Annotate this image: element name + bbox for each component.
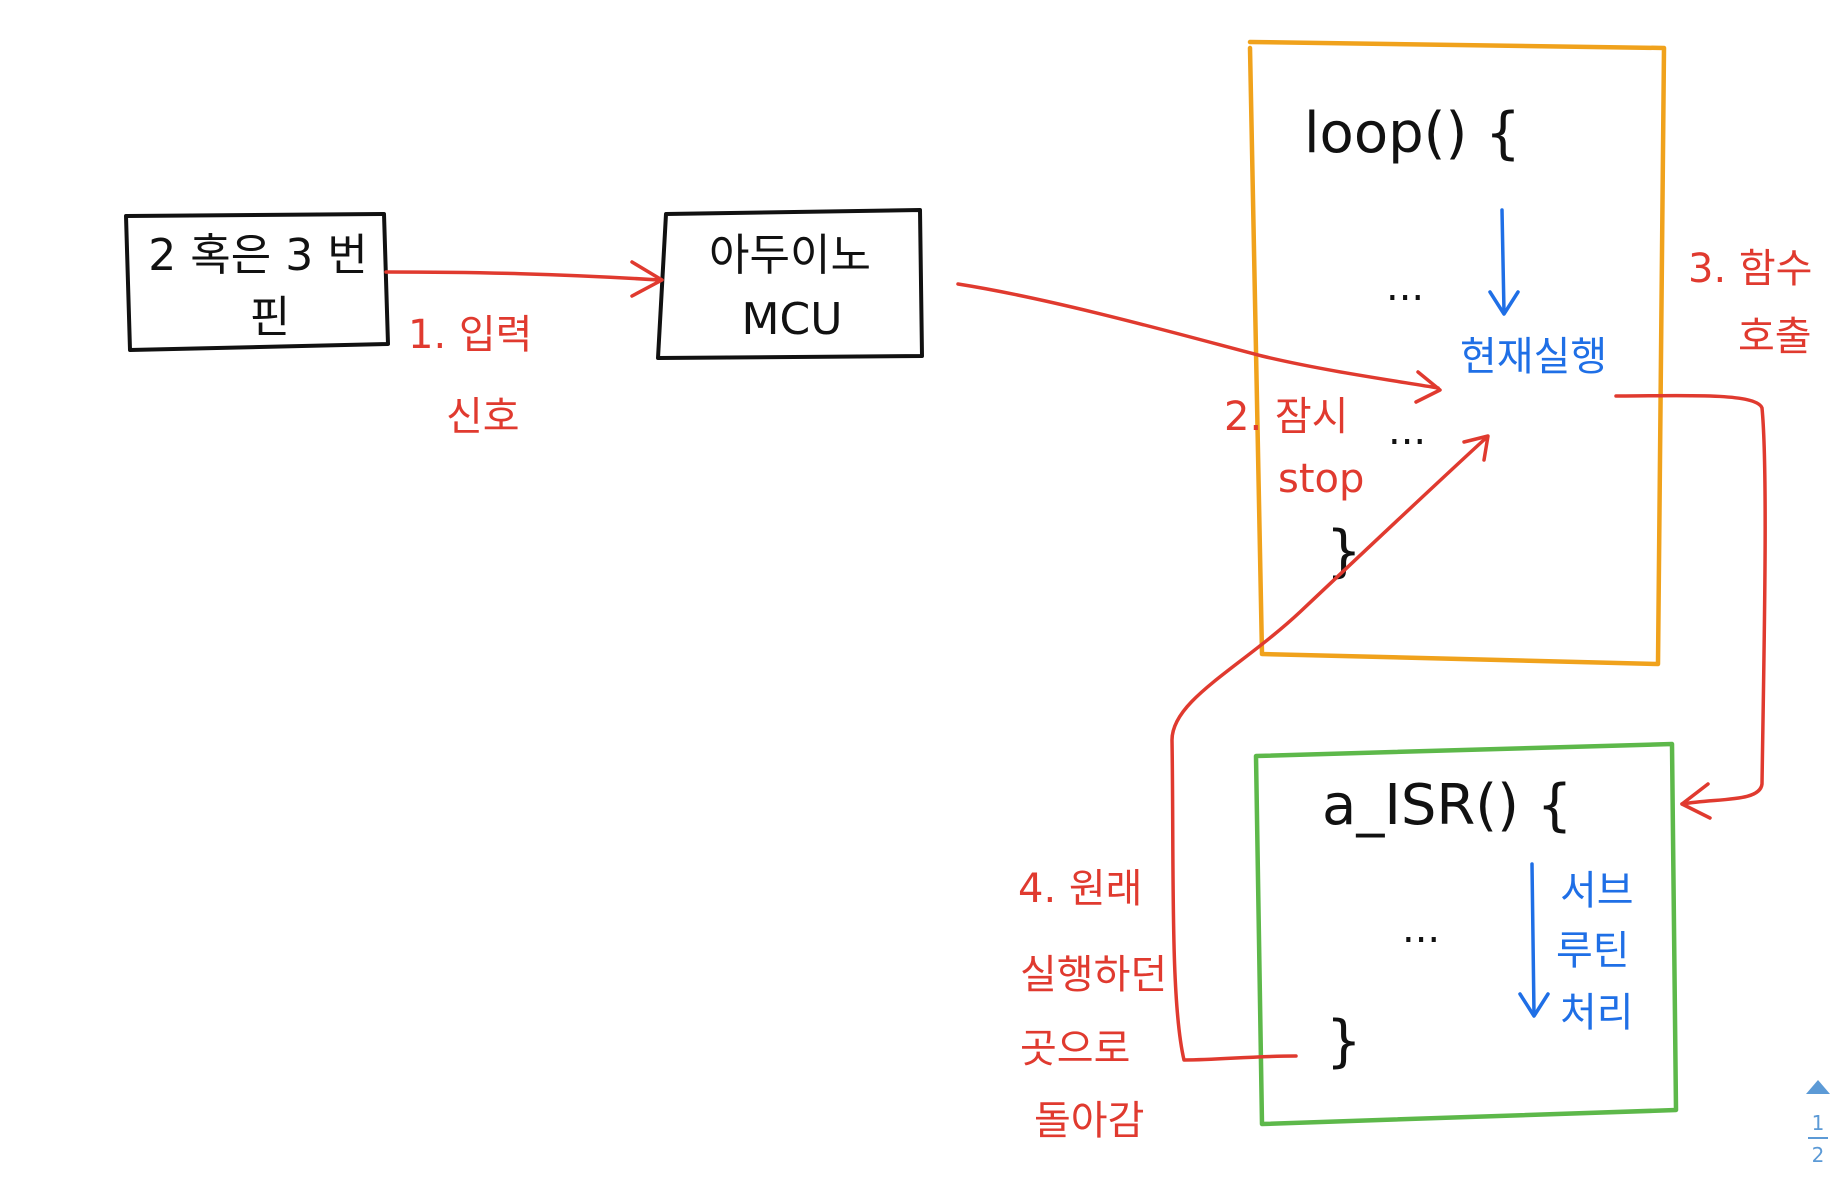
page-indicator[interactable]: 1 2 [1796,1070,1840,1180]
isr-subroutine-line1: 서브 [1560,868,1634,914]
arrow-pause [956,282,1442,404]
step4-label: 4. 원래 [1018,866,1142,912]
step4-label-line3: 곳으로 [1020,1026,1130,1072]
pin-box: 2 혹은 3 번 핀 [124,212,390,352]
loop-box: loop() { ... 현재실행 ... } [1247,39,1667,667]
isr-box: a_ISR() { ... } 서브 루틴 처리 [1253,741,1679,1127]
mcu-box: 아두이노 MCU [656,208,924,360]
isr-dots: ... [1402,906,1440,952]
loop-current-execution: 현재실행 [1460,334,1607,380]
step4-label-line2: 실행하던 [1020,952,1167,998]
page-up-icon[interactable] [1806,1080,1830,1094]
mcu-box-line2: MCU [742,294,843,345]
step4-label-line4: 돌아감 [1034,1098,1144,1144]
step3-label: 3. 함수 [1688,246,1812,292]
page-total: 2 [1812,1143,1825,1167]
isr-subroutine-line3: 처리 [1560,990,1634,1036]
step3-label-line2: 호출 [1738,314,1812,360]
loop-header: loop() { [1304,101,1521,166]
arrow-function-call [1614,393,1767,820]
step2-label: 2. 잠시 [1224,394,1348,440]
mcu-box-line1: 아두이노 [709,230,871,281]
page-current: 1 [1812,1111,1825,1135]
arrow-return [1170,434,1490,1062]
step1-label: 1. 입력 [408,312,532,358]
isr-close-brace: } [1326,1009,1362,1074]
step2-label-line2: stop [1278,456,1364,502]
loop-dots-top: ... [1386,264,1424,310]
isr-header: a_ISR() { [1322,773,1572,838]
pin-box-line2: 핀 [250,292,290,343]
step1-label-line2: 신호 [446,394,520,440]
isr-flow-arrow [1518,862,1550,1018]
loop-flow-arrow [1488,208,1520,316]
isr-subroutine-line2: 루틴 [1556,928,1630,974]
pin-box-line1: 2 혹은 3 번 [148,230,367,281]
arrow-input-signal [384,260,664,298]
loop-dots-bottom: ... [1388,408,1426,454]
loop-close-brace: } [1326,519,1362,584]
